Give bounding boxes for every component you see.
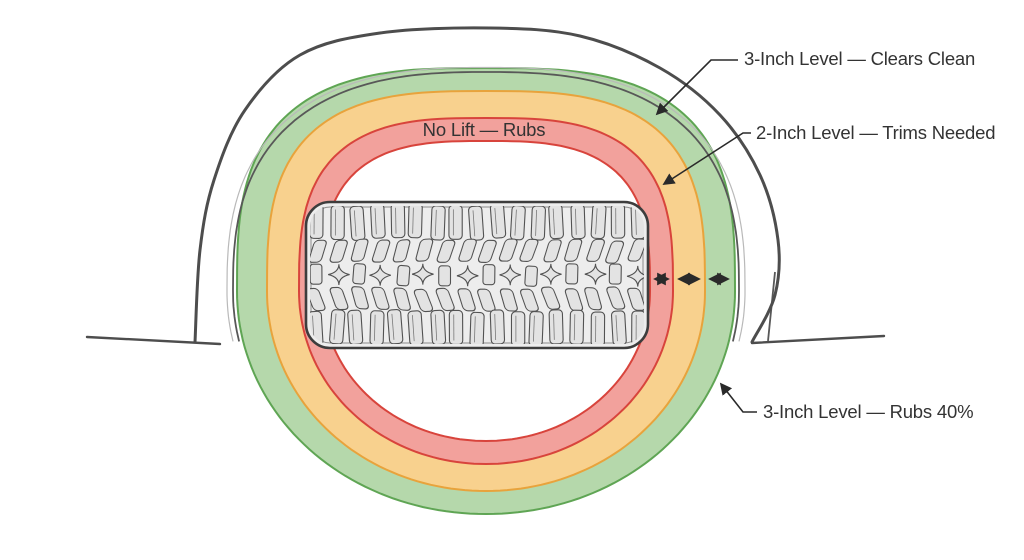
label-clears-clean: 3-Inch Level — Clears Clean	[744, 48, 975, 69]
leader-line-clears-clean	[655, 59, 738, 116]
tire-illustration	[304, 200, 650, 350]
tire-tread-pattern	[310, 206, 644, 344]
leader-line-rubs-40	[719, 382, 757, 413]
label-trims-needed: 2-Inch Level — Trims Needed	[756, 122, 995, 143]
label-no-lift: No Lift — Rubs	[423, 119, 546, 140]
rocker-line-right	[750, 334, 886, 345]
rocker-line-left	[85, 335, 222, 346]
fender-outer-silhouette	[193, 26, 781, 344]
leader-line-trims-needed	[662, 132, 751, 185]
label-rubs-40: 3-Inch Level — Rubs 40%	[763, 401, 973, 422]
fender-opening-edge-line	[232, 71, 740, 342]
leader-lines	[655, 59, 757, 413]
fender-arch	[85, 26, 886, 346]
fender-lip-highlight-line	[226, 66, 746, 342]
